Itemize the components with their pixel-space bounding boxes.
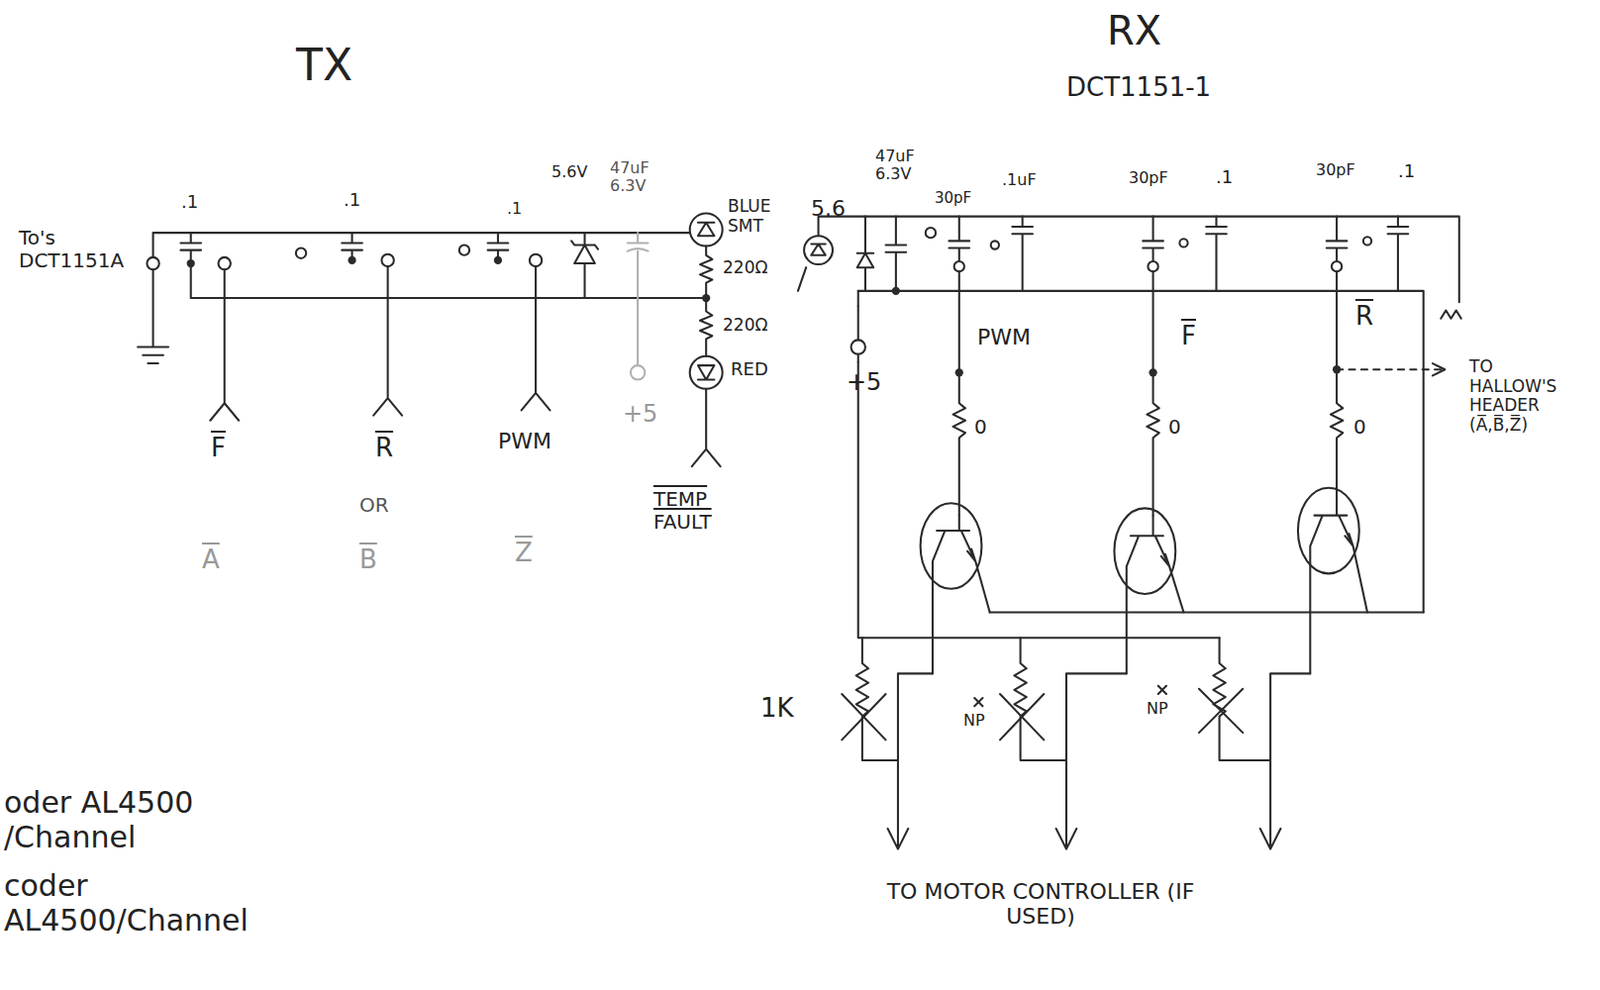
- signal-name: A: [201, 545, 220, 576]
- signal-name: R: [375, 433, 394, 464]
- resistor-value: 0: [1168, 415, 1182, 439]
- resistor-value: 0: [1353, 415, 1367, 439]
- cap-value: .1: [506, 200, 522, 218]
- resistor-value: NP: [1146, 700, 1169, 718]
- cap-value: .1: [1215, 167, 1233, 189]
- note: coder AL4500/Channel: [3, 869, 291, 938]
- connector-note: To's DCT1151A: [18, 226, 116, 273]
- cap-value: .1: [343, 190, 361, 211]
- supply-label: +5: [622, 400, 658, 429]
- cap-value: .1uF: [1001, 171, 1037, 190]
- resistor-value: 220Ω: [722, 258, 768, 279]
- rx-title: RX: [1106, 7, 1162, 54]
- resistor-value: 0: [974, 415, 988, 439]
- destination-note: TO HALLOW'S HEADER (A̅,B̅,Z̅): [1469, 357, 1584, 435]
- signal-name: F: [210, 433, 226, 464]
- signal-name: B: [359, 545, 378, 576]
- zener-value: 5.6V: [551, 163, 588, 182]
- cap-value: .1: [181, 192, 199, 213]
- cap-value: .1: [1398, 161, 1415, 183]
- signal-name: PWM: [977, 324, 1031, 350]
- led-label: RED: [730, 359, 769, 381]
- signal-name: F: [1181, 321, 1197, 352]
- part-number: DCT1151-1: [1066, 73, 1211, 103]
- signal-name: Z: [514, 538, 533, 569]
- supply-label: +5: [846, 369, 882, 398]
- signal-name: PWM: [498, 428, 552, 454]
- led-label: BLUE SMT: [727, 197, 794, 236]
- cap-value: 30pF: [1315, 161, 1356, 180]
- cap-value: 30pF: [934, 190, 972, 207]
- cap-value: 47uF 6.3V: [875, 147, 933, 185]
- signal-name: TEMP FAULT: [653, 488, 735, 534]
- note: oder AL4500 /Channel: [3, 786, 291, 855]
- resistor-value: NP: [963, 711, 986, 730]
- cap-value: 30pF: [1128, 169, 1169, 188]
- signal-name: R: [1355, 301, 1374, 332]
- destination-note: TO MOTOR CONTROLLER (IF USED): [877, 879, 1204, 930]
- tx-title: TX: [296, 40, 353, 92]
- zener-value: 5.6: [810, 196, 846, 221]
- note: OR: [359, 494, 390, 517]
- cap-value: 47uF 6.3V: [609, 159, 668, 197]
- resistor-value: 1K: [760, 694, 795, 724]
- resistor-value: 220Ω: [722, 315, 768, 336]
